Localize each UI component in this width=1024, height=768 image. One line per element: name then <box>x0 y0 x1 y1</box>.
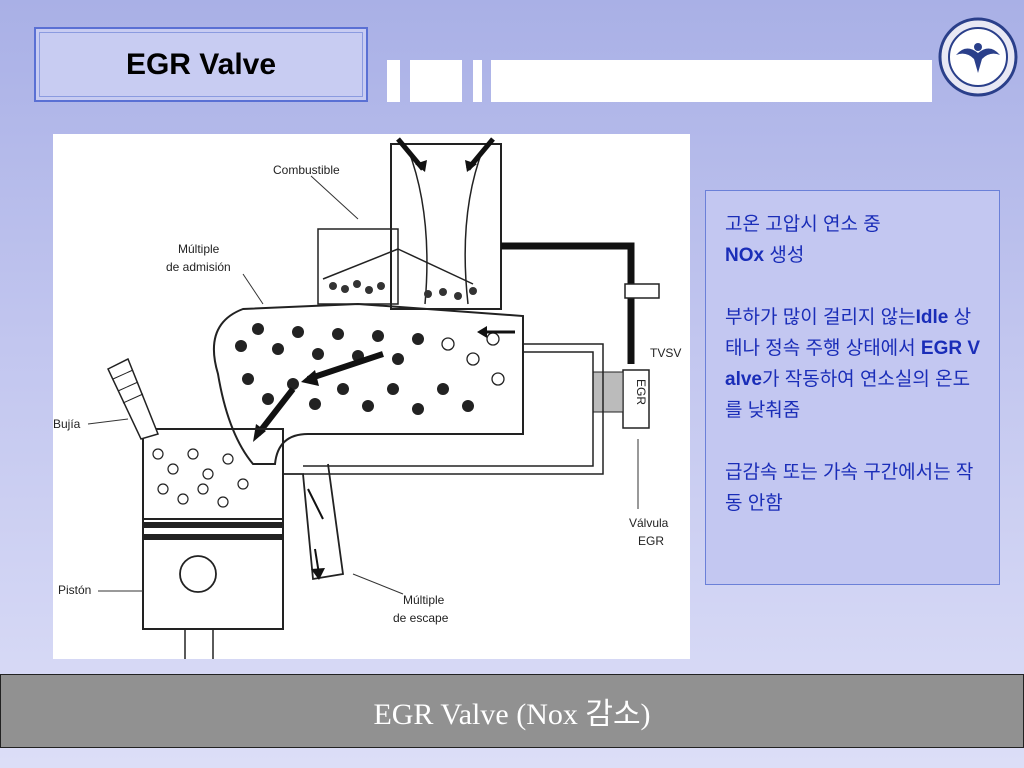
label-piston: Pistón <box>58 583 91 597</box>
label-tvsv: TVSV <box>650 346 681 360</box>
label-valvula-2: EGR <box>638 534 664 548</box>
decor-bar-2 <box>410 60 462 102</box>
notes-box: 고온 고압시 연소 중 NOx 생성 부하가 많이 걸리지 않는Idle 상태나… <box>705 190 1000 585</box>
note-1-nox: NOx <box>725 245 765 266</box>
note-paragraph-2: 부하가 많이 걸리지 않는Idle 상태나 정속 주행 상태에서 EGR Val… <box>725 302 985 426</box>
label-combustible: Combustible <box>273 163 340 177</box>
university-seal-icon <box>938 17 1018 97</box>
note-2-a: 부하가 많이 걸리지 않는 <box>725 307 916 328</box>
note-1-line-2: 생성 <box>764 245 805 266</box>
slide-title-box: EGR Valve <box>34 27 368 102</box>
label-bujia: Bujía <box>53 417 81 431</box>
note-2-e: 가 작동하여 연소실의 온도를 낮춰줌 <box>725 369 971 421</box>
decor-bar-4 <box>491 60 932 102</box>
caption-bar: EGR Valve (Nox 감소) <box>0 674 1024 748</box>
label-egr-valve-body: EGR <box>634 379 648 405</box>
note-2-idle: Idle <box>915 307 949 328</box>
label-valvula-1: Válvula <box>629 516 669 530</box>
decor-bar-1 <box>387 60 400 102</box>
note-paragraph-3: 급감속 또는 가속 구간에서는 작동 안함 <box>725 462 974 514</box>
slide-title: EGR Valve <box>125 47 277 81</box>
label-multiple-escape-2: de escape <box>393 611 449 625</box>
caption-text: EGR Valve (Nox 감소) <box>373 698 651 731</box>
egr-diagram-svg: Combustible Múltiple de admisión TVSV Bu… <box>53 137 681 659</box>
note-2-egr-valve: EGR Valve <box>725 338 981 390</box>
note-1-line-1: 고온 고압시 연소 중 <box>725 214 881 235</box>
label-multiple-admision-1: Múltiple <box>178 242 220 256</box>
label-multiple-admision-2: de admisión <box>166 260 231 274</box>
note-2-c: 상태나 정속 주행 상태에서 <box>725 307 972 359</box>
egr-diagram: Combustible Múltiple de admisión TVSV Bu… <box>53 134 690 659</box>
label-multiple-escape-1: Múltiple <box>403 593 445 607</box>
decor-bar-3 <box>473 60 482 102</box>
note-paragraph-1: 고온 고압시 연소 중 NOx 생성 <box>725 209 985 271</box>
